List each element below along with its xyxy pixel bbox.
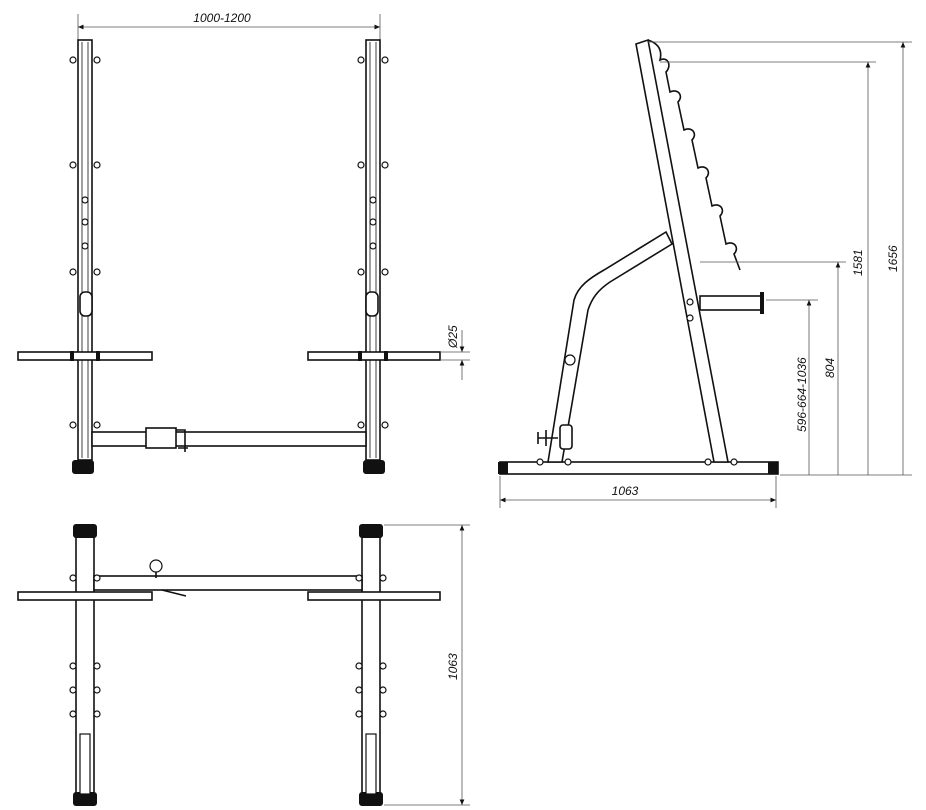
adjustment-knob — [149, 559, 163, 573]
rail-holes — [69, 574, 101, 795]
front-crossbar — [91, 431, 367, 447]
brace-bolt — [564, 354, 576, 366]
brace-bracket — [559, 424, 573, 450]
left-bar-end — [17, 351, 153, 361]
upright-holes — [69, 56, 101, 429]
foot-cap — [73, 524, 97, 538]
left-bar-end — [17, 591, 153, 601]
left-upright — [77, 39, 93, 461]
right-upright — [365, 39, 381, 461]
clamp-lever — [155, 572, 187, 597]
hook-height-label: 1581 — [851, 249, 865, 276]
base-length-label: 1063 — [612, 484, 639, 498]
inclined-upright — [635, 38, 729, 463]
weight-hooks — [647, 39, 741, 271]
side-view: 1656 1581 804 596-664-1036 1063 — [498, 38, 912, 508]
total-height-label: 1656 — [886, 245, 900, 272]
right-bar-holder — [365, 291, 379, 317]
804-label: 804 — [823, 358, 837, 378]
clamp-lever — [176, 429, 188, 452]
right-bar-end — [307, 591, 441, 601]
top-view: 1063 — [17, 524, 470, 806]
foot-cap — [73, 792, 97, 806]
foot-cap — [359, 792, 383, 806]
front-view: 1000-1200 Ø25 — [17, 11, 470, 474]
right-foot — [363, 460, 385, 474]
top-depth-label: 1063 — [446, 653, 460, 680]
bar-holder-heights-label: 596-664-1036 — [795, 357, 809, 432]
bar-diameter-label: Ø25 — [446, 325, 460, 349]
top-crossbar — [93, 575, 363, 591]
width-dimension-label: 1000-1200 — [193, 11, 251, 25]
right-bar-end — [307, 351, 441, 361]
crossbar-clamp — [145, 427, 177, 449]
foot-cap — [359, 524, 383, 538]
left-foot — [72, 460, 94, 474]
side-bar-holder — [699, 295, 763, 311]
adjustment-knob — [537, 430, 558, 446]
left-bar-holder — [79, 291, 93, 317]
